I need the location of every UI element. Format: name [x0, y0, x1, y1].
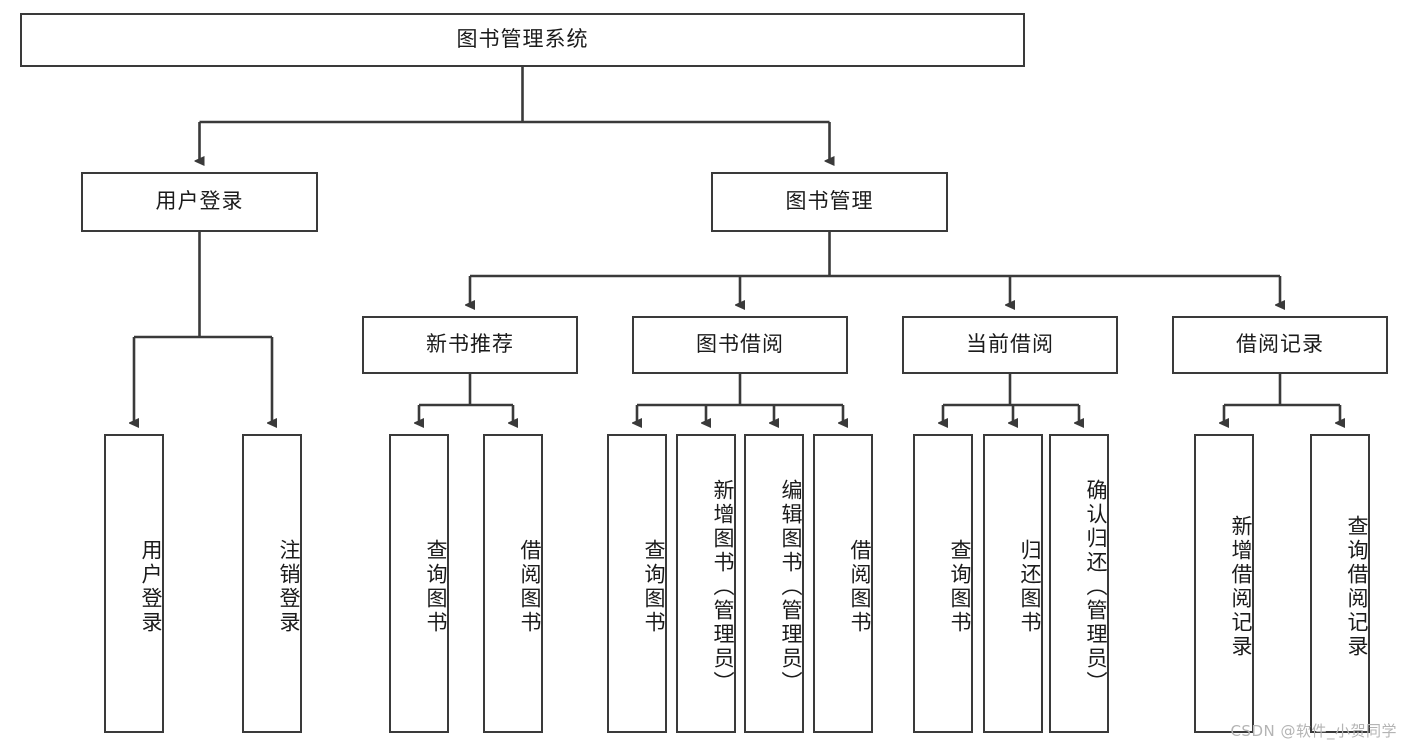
node-label: 借阅记录 — [1236, 332, 1324, 357]
node-label: 查询图书 — [948, 538, 972, 635]
node-label: 归还图书 — [1018, 538, 1042, 635]
node-label: 注销登录 — [277, 538, 301, 635]
node-label: 用户登录 — [155, 189, 244, 214]
node-book-borrow[interactable]: 图书借阅 — [632, 316, 848, 374]
node-label: 借阅图书 — [848, 538, 872, 635]
watermark-label: CSDN @软件_小贺同学 — [1230, 722, 1397, 740]
node-label: 图书管理 — [785, 189, 874, 214]
node-label: 借阅图书 — [518, 538, 542, 635]
node-book-mgmt[interactable]: 图书管理 — [711, 172, 948, 232]
node-leaf-user-login[interactable]: 用户登录 — [104, 434, 164, 733]
node-leaf-current-confirm-return[interactable]: 确认归还（管理员） — [1049, 434, 1109, 733]
node-leaf-borrow-edit-book[interactable]: 编辑图书（管理员） — [744, 434, 804, 733]
node-leaf-record-query[interactable]: 查询借阅记录 — [1310, 434, 1370, 733]
node-label: 查询图书 — [424, 538, 448, 635]
node-borrow-record[interactable]: 借阅记录 — [1172, 316, 1388, 374]
node-leaf-current-return-book[interactable]: 归还图书 — [983, 434, 1043, 733]
node-leaf-borrow-query-book[interactable]: 查询图书 — [607, 434, 667, 733]
node-user-login[interactable]: 用户登录 — [81, 172, 318, 232]
node-label: 新书推荐 — [426, 332, 514, 357]
node-current-borrow[interactable]: 当前借阅 — [902, 316, 1118, 374]
node-label: 用户登录 — [139, 538, 163, 635]
node-leaf-rec-borrow-book[interactable]: 借阅图书 — [483, 434, 543, 733]
node-root[interactable]: 图书管理系统 — [20, 13, 1025, 67]
node-label: 查询借阅记录 — [1345, 514, 1369, 659]
node-new-book-rec[interactable]: 新书推荐 — [362, 316, 578, 374]
node-label: 编辑图书（管理员） — [779, 478, 803, 695]
node-leaf-rec-query-book[interactable]: 查询图书 — [389, 434, 449, 733]
node-label: 图书借阅 — [696, 332, 784, 357]
node-leaf-user-logout[interactable]: 注销登录 — [242, 434, 302, 733]
node-leaf-record-add[interactable]: 新增借阅记录 — [1194, 434, 1254, 733]
node-label: 新增借阅记录 — [1229, 514, 1253, 659]
node-label: 查询图书 — [642, 538, 666, 635]
node-label: 当前借阅 — [966, 332, 1054, 357]
node-label: 确认归还（管理员） — [1084, 478, 1108, 695]
node-leaf-borrow-add-book[interactable]: 新增图书（管理员） — [676, 434, 736, 733]
node-leaf-borrow-borrow-book[interactable]: 借阅图书 — [813, 434, 873, 733]
node-label: 图书管理系统 — [456, 27, 589, 52]
node-leaf-current-query-book[interactable]: 查询图书 — [913, 434, 973, 733]
node-label: 新增图书（管理员） — [711, 478, 735, 695]
